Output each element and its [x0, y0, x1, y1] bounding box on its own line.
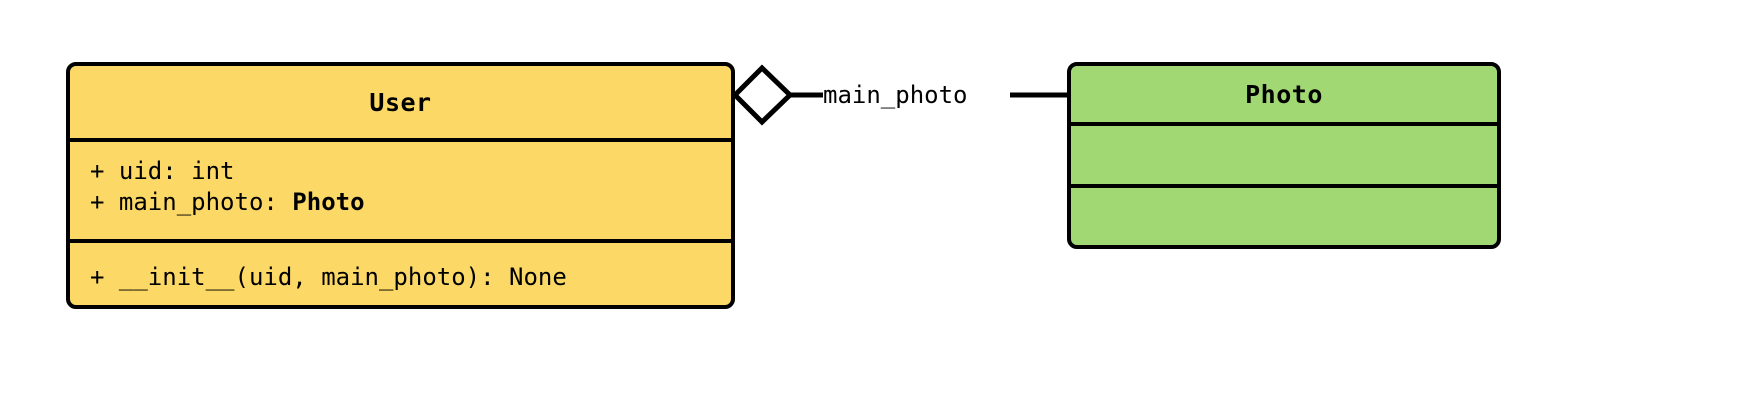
class-box-user[interactable]: User + uid: int + main_photo: Photo + __…: [66, 62, 735, 309]
attribute-row: + main_photo: Photo: [90, 187, 711, 218]
attribute-type-ref: Photo: [292, 188, 365, 216]
class-attributes-compartment-user: + uid: int + main_photo: Photo: [70, 138, 731, 239]
method-row: + __init__(uid, main_photo): None: [90, 262, 711, 293]
class-methods-compartment-photo: [1071, 184, 1497, 245]
attribute-text: + main_photo:: [90, 188, 293, 216]
class-name-user: User: [369, 87, 432, 117]
class-methods-compartment-user: + __init__(uid, main_photo): None: [70, 239, 731, 305]
aggregation-diamond[interactable]: [731, 64, 794, 126]
class-title-compartment-photo: Photo: [1071, 66, 1497, 122]
attribute-text: + uid: int: [90, 157, 235, 185]
method-text: + __init__(uid, main_photo): None: [90, 263, 567, 291]
attribute-row: + uid: int: [90, 156, 711, 187]
class-name-photo: Photo: [1245, 79, 1323, 109]
class-box-photo[interactable]: Photo: [1067, 62, 1501, 249]
association-label: main_photo: [823, 81, 968, 109]
class-title-compartment-user: User: [70, 66, 731, 138]
class-attributes-compartment-photo: [1071, 122, 1497, 184]
